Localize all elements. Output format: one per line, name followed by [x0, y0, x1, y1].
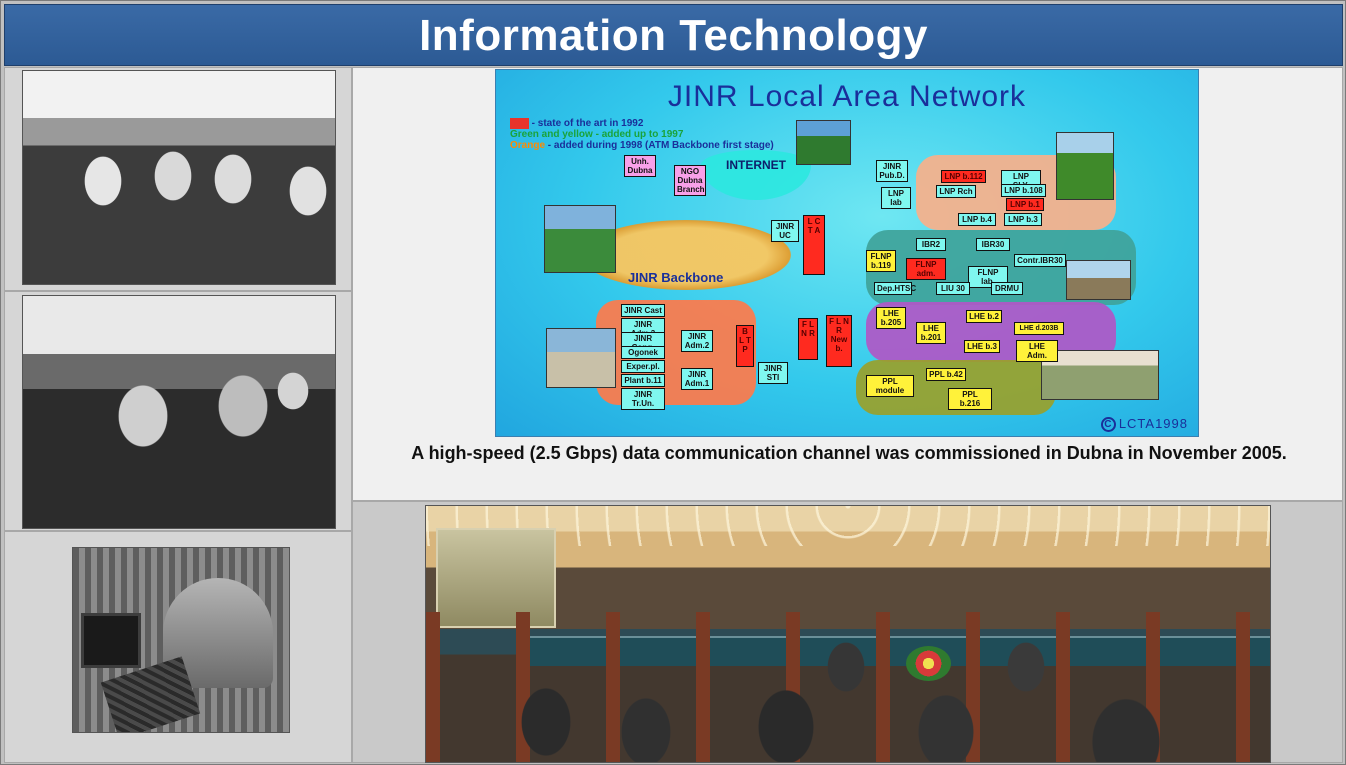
node-dep-htsc: Dep.HTSC: [874, 282, 916, 295]
left-cell-1: [4, 67, 352, 291]
node-lnp-b112: LNP b.112: [941, 170, 986, 183]
node-ngo-dubna: NGO Dubna Branch: [674, 165, 706, 196]
node-lhe-b3: LHE b.3: [964, 340, 1000, 353]
node-ibr2: IBR2: [916, 238, 946, 251]
node-unh-dubna: Unh. Dubna: [624, 155, 656, 177]
network-diagram-title: JINR Local Area Network: [667, 80, 1027, 113]
node-jinr-uc: JINR UC: [771, 220, 799, 242]
photo-handshake: [22, 295, 336, 529]
node-liu30: LIU 30: [936, 282, 970, 295]
page-title: Information Technology: [4, 4, 1343, 66]
node-jinr-sti: JINR STI: [758, 362, 788, 384]
node-lhe-b201: LHE b.201: [916, 322, 946, 344]
terminal-screen: [81, 613, 141, 668]
node-flnp-adm: FLNP adm.: [906, 258, 946, 280]
node-ppl-b42: PPL b.42: [926, 368, 966, 381]
node-lnp-b4: LNP b.4: [958, 213, 996, 226]
photo-officials-group: [22, 70, 336, 285]
internet-label: INTERNET: [726, 158, 786, 172]
flnp-building-image: [1066, 260, 1131, 300]
node-drmu: DRMU: [991, 282, 1023, 295]
node-lhe-adm: LHE Adm.: [1016, 340, 1058, 362]
node-exper-pl: Exper.pl.: [621, 360, 665, 373]
lhe-building-image: [1041, 350, 1159, 400]
photo-conference-meeting: [425, 505, 1271, 763]
node-lnp-b108: LNP b.108: [1001, 184, 1046, 197]
backbone-ring: [581, 220, 791, 290]
copyright-icon: C: [1100, 417, 1116, 432]
node-flnr-new: F L N R New b.: [826, 315, 852, 367]
node-contr-ibr30: Contr.IBR30: [1014, 254, 1066, 267]
node-lhe-b205: LHE b.205: [876, 307, 906, 329]
node-ibr30: IBR30: [976, 238, 1010, 251]
node-ogonek: Ogonek: [621, 346, 665, 359]
node-ppl-module: PPL module: [866, 375, 914, 397]
tree-building-image: [1056, 132, 1114, 200]
photo-computer-room: [72, 547, 290, 733]
node-flnp-b119: FLNP b.119: [866, 250, 896, 272]
node-jinr-adm1: JINR Adm.1: [681, 368, 713, 390]
node-ppl-b216: PPL b.216: [948, 388, 992, 410]
projection-screen: [436, 528, 556, 628]
ceiling-lights: [426, 506, 1270, 546]
network-diagram: JINR Local Area Network Red - state of t…: [495, 69, 1199, 437]
node-jinr-pub: JINR Pub.D.: [876, 160, 908, 182]
node-jinr-cast: JINR Cast: [621, 304, 665, 317]
node-lcta: L C T A: [803, 215, 825, 275]
node-jinr-tr-un: JINR Tr.Un.: [621, 388, 665, 410]
node-jinr-adm2: JINR Adm.2: [681, 330, 713, 352]
node-lnp-lab: LNP lab: [881, 187, 911, 209]
node-lhe-b2: LHE b.2: [966, 310, 1002, 323]
backbone-building-image: [544, 205, 616, 273]
node-plant-b11: Plant b.11: [621, 374, 665, 387]
node-lnp-b3: LNP b.3: [1004, 213, 1042, 226]
node-flnr: F L N R: [798, 318, 818, 360]
node-lhe-d203b: LHE d.203B: [1014, 322, 1064, 335]
backbone-label: JINR Backbone: [628, 270, 724, 285]
meeting-participants: [426, 612, 1270, 762]
satellite-dish-image: [796, 120, 851, 165]
node-lnp-rch: LNP Rch: [936, 185, 976, 198]
node-lnp-b1: LNP b.1: [1006, 198, 1044, 211]
node-bltp: B L T P: [736, 325, 754, 367]
network-caption: A high-speed (2.5 Gbps) data communicati…: [411, 443, 1287, 463]
admin-region: [596, 300, 756, 405]
left-cell-2: [4, 291, 352, 531]
network-legend: Red - state of the art in 1992 Green and…: [510, 118, 774, 151]
admin-building-image: [546, 328, 616, 388]
left-cell-3: [4, 531, 352, 763]
